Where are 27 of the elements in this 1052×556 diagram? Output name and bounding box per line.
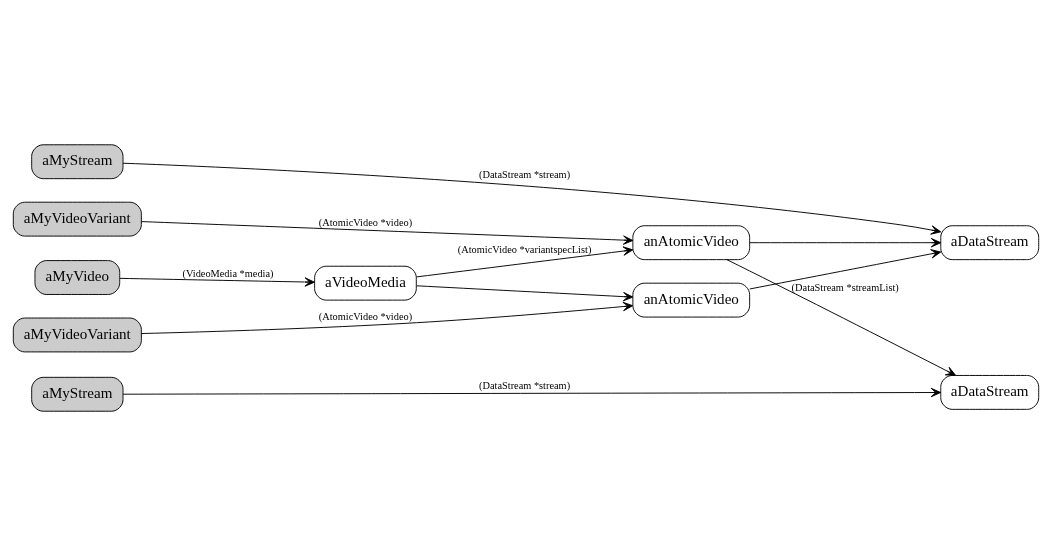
edge-label: (DataStream *streamList) (791, 282, 899, 294)
arrow (141, 301, 634, 334)
node-box: anAtomicVideo (632, 225, 751, 261)
arrow (119, 277, 315, 287)
arrow (416, 246, 634, 278)
edge-label: (VideoMedia *media) (182, 268, 274, 280)
arrow (726, 259, 957, 376)
arrow (141, 221, 634, 245)
node-box: aMyVideoVariant (12, 317, 142, 353)
arrow (416, 285, 634, 302)
node-box: aMyStream (31, 376, 124, 412)
edge-label: (AtomicVideo *video) (318, 310, 413, 322)
arrow (749, 249, 942, 290)
arrow (749, 238, 942, 248)
edge-label: (DataStream *stream) (479, 169, 571, 181)
edge-label: (DataStream *stream) (479, 380, 571, 392)
node-box: anAtomicVideo (632, 282, 751, 318)
arrow (122, 387, 942, 398)
node-box: aMyVideo (34, 260, 121, 295)
arrow (122, 162, 942, 235)
node-box: aDataStream (940, 374, 1040, 410)
edge-label: (AtomicVideo *video) (318, 217, 413, 229)
node-box: aVideoMedia (314, 265, 417, 301)
node-box: aMyStream (31, 144, 124, 180)
node-box: aMyVideoVariant (12, 201, 142, 237)
edge-label: (AtomicVideo *variantspecList) (457, 243, 592, 255)
node-box: aDataStream (940, 225, 1040, 261)
